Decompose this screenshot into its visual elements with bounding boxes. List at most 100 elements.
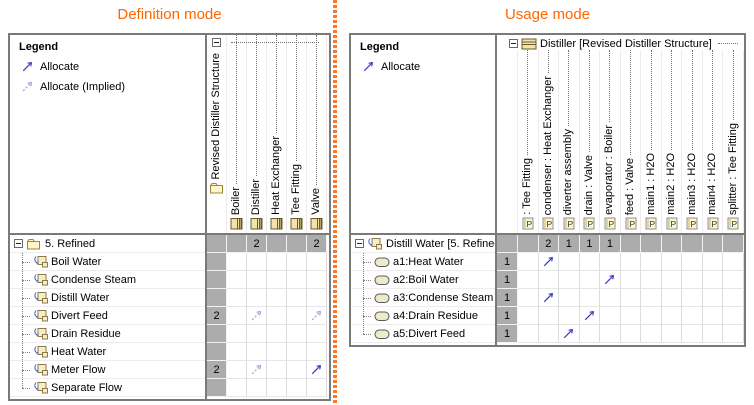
column-header[interactable]: Tee Fitting — [287, 35, 307, 233]
collapse-expander[interactable] — [14, 239, 23, 248]
matrix-cell[interactable] — [559, 289, 580, 307]
matrix-cell[interactable]: 2 — [247, 235, 267, 253]
matrix-cell[interactable] — [518, 253, 539, 271]
matrix-cell[interactable] — [227, 271, 247, 289]
matrix-cell[interactable] — [207, 325, 227, 343]
matrix-cell[interactable] — [538, 307, 560, 325]
matrix-cell[interactable] — [538, 271, 560, 289]
collapse-expander[interactable] — [212, 38, 221, 47]
matrix-row[interactable]: a4:Drain Residue — [351, 307, 495, 325]
matrix-cell[interactable] — [247, 289, 267, 307]
matrix-cell[interactable] — [287, 361, 307, 379]
matrix-row[interactable]: 5. Refined — [10, 235, 205, 253]
matrix-cell[interactable] — [600, 325, 621, 343]
matrix-cell[interactable] — [247, 307, 267, 325]
matrix-cell[interactable] — [661, 325, 683, 343]
matrix-cell[interactable] — [267, 307, 287, 325]
matrix-cell[interactable] — [600, 253, 621, 271]
matrix-cell[interactable] — [600, 289, 621, 307]
matrix-cell[interactable] — [702, 307, 724, 325]
column-header[interactable]: Distiller — [247, 35, 267, 233]
matrix-cell[interactable] — [579, 289, 601, 307]
matrix-cell[interactable] — [307, 361, 327, 379]
matrix-cell[interactable] — [287, 289, 307, 307]
matrix-cell[interactable]: 1 — [497, 325, 518, 343]
matrix-cell[interactable] — [307, 289, 327, 307]
matrix-cell[interactable] — [287, 271, 307, 289]
matrix-cell[interactable]: 1 — [497, 289, 518, 307]
matrix-cell[interactable] — [579, 271, 601, 289]
matrix-cell[interactable]: 1 — [497, 307, 518, 325]
matrix-cell[interactable] — [682, 307, 703, 325]
matrix-cell[interactable] — [579, 325, 601, 343]
matrix-cell[interactable] — [267, 271, 287, 289]
matrix-row[interactable]: Separate Flow — [10, 379, 205, 397]
column-header[interactable]: Boiler — [227, 35, 247, 233]
matrix-cell[interactable] — [247, 271, 267, 289]
matrix-cell[interactable] — [723, 325, 744, 343]
matrix-cell[interactable]: 1 — [600, 235, 621, 253]
matrix-cell[interactable] — [620, 289, 642, 307]
matrix-cell[interactable] — [287, 343, 307, 361]
matrix-cell[interactable] — [267, 361, 287, 379]
matrix-cell[interactable] — [227, 325, 247, 343]
matrix-cell[interactable] — [661, 235, 683, 253]
column-header-root[interactable]: Revised Distiller Structure — [207, 35, 227, 233]
matrix-cell[interactable] — [579, 307, 601, 325]
matrix-cell[interactable] — [620, 253, 642, 271]
matrix-cell[interactable] — [287, 307, 307, 325]
matrix-row[interactable]: Meter Flow — [10, 361, 205, 379]
matrix-cell[interactable] — [267, 289, 287, 307]
matrix-cell[interactable] — [307, 307, 327, 325]
matrix-cell[interactable] — [307, 325, 327, 343]
matrix-cell[interactable] — [682, 253, 703, 271]
matrix-cell[interactable] — [267, 253, 287, 271]
column-header[interactable]: Heat Exchanger — [267, 35, 287, 233]
matrix-cell[interactable] — [723, 253, 744, 271]
matrix-cell[interactable] — [227, 235, 247, 253]
matrix-cell[interactable] — [682, 325, 703, 343]
matrix-cell[interactable] — [559, 307, 580, 325]
matrix-cell[interactable] — [307, 253, 327, 271]
matrix-cell[interactable] — [207, 271, 227, 289]
matrix-row[interactable]: Distill Water [5. Refined] — [351, 235, 495, 253]
matrix-cell[interactable] — [559, 271, 580, 289]
matrix-cell[interactable] — [267, 235, 287, 253]
matrix-cell[interactable]: 2 — [207, 361, 227, 379]
collapse-expander[interactable] — [509, 39, 518, 48]
collapse-expander[interactable] — [355, 239, 364, 248]
matrix-cell[interactable] — [682, 289, 703, 307]
matrix-cell[interactable] — [518, 289, 539, 307]
matrix-cell[interactable] — [579, 253, 601, 271]
matrix-cell[interactable] — [227, 307, 247, 325]
matrix-cell[interactable] — [497, 235, 518, 253]
matrix-cell[interactable] — [682, 235, 703, 253]
matrix-cell[interactable] — [620, 307, 642, 325]
matrix-cell[interactable] — [227, 379, 247, 397]
matrix-cell[interactable] — [702, 289, 724, 307]
matrix-cell[interactable] — [307, 343, 327, 361]
matrix-cell[interactable] — [287, 325, 307, 343]
matrix-cell[interactable] — [723, 271, 744, 289]
matrix-cell[interactable] — [267, 343, 287, 361]
matrix-cell[interactable] — [518, 235, 539, 253]
matrix-cell[interactable] — [247, 325, 267, 343]
matrix-cell[interactable] — [661, 253, 683, 271]
matrix-cell[interactable] — [207, 343, 227, 361]
matrix-cell[interactable] — [682, 271, 703, 289]
matrix-cell[interactable] — [287, 235, 307, 253]
matrix-cell[interactable] — [702, 253, 724, 271]
matrix-cell[interactable] — [641, 253, 662, 271]
matrix-row[interactable]: Condense Steam — [10, 271, 205, 289]
matrix-cell[interactable] — [538, 289, 560, 307]
matrix-cell[interactable] — [518, 307, 539, 325]
matrix-cell[interactable] — [287, 253, 307, 271]
matrix-cell[interactable] — [227, 289, 247, 307]
